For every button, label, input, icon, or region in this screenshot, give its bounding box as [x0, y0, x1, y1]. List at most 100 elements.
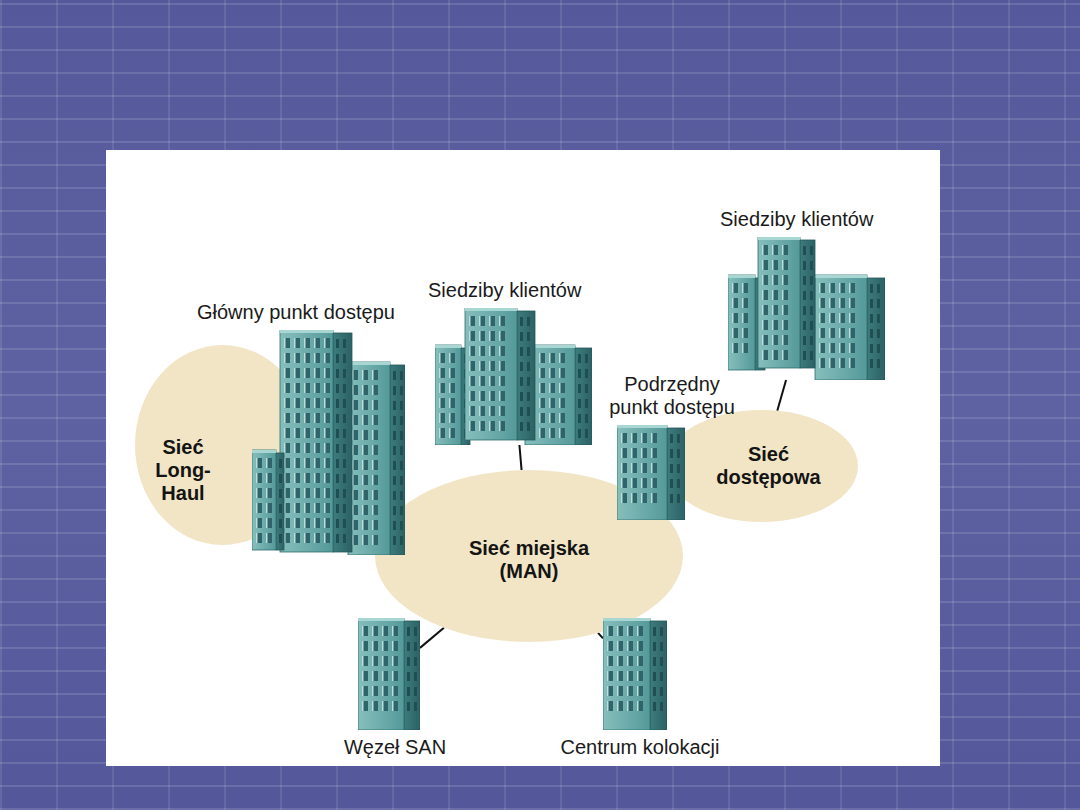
building-illustration [617, 425, 685, 520]
window [256, 488, 262, 498]
window [849, 328, 855, 338]
building-illustration [358, 618, 420, 730]
window-glint [314, 428, 316, 438]
window [382, 626, 388, 636]
window [527, 332, 530, 341]
window [520, 392, 523, 401]
window [627, 686, 633, 696]
window [617, 641, 623, 651]
window-glint [294, 338, 296, 348]
window [382, 701, 388, 711]
window [849, 283, 855, 293]
building-front [603, 618, 650, 730]
window-glint [469, 331, 471, 341]
window [549, 428, 555, 438]
window [810, 276, 813, 285]
window [870, 299, 873, 308]
window [294, 518, 300, 528]
window [653, 657, 656, 666]
window-glint [304, 368, 306, 378]
ellipse-fill [665, 410, 858, 522]
window [559, 428, 565, 438]
window [617, 701, 623, 711]
window-glint [499, 406, 501, 416]
window-glint [294, 503, 296, 513]
window [362, 671, 368, 681]
window [877, 344, 880, 353]
window [393, 386, 396, 395]
window [559, 383, 565, 393]
window [400, 521, 403, 530]
window-glint [439, 398, 441, 408]
window [407, 672, 410, 681]
window [256, 518, 262, 528]
window [352, 475, 358, 485]
window-glint [839, 313, 841, 323]
window [653, 642, 656, 651]
window-glint [324, 368, 326, 378]
window-glint [469, 346, 471, 356]
window-glint [294, 533, 296, 543]
window-glint [372, 626, 374, 636]
window [294, 353, 300, 363]
window-glint [382, 701, 384, 711]
window-glint [256, 533, 258, 543]
window [336, 429, 339, 438]
window [279, 489, 282, 498]
connector-line [598, 633, 603, 639]
window [393, 446, 396, 455]
window-glint [362, 460, 364, 470]
window [266, 473, 272, 483]
window [343, 474, 346, 483]
window [520, 332, 523, 341]
window-glint [479, 421, 481, 431]
window-glint [266, 533, 268, 543]
window [637, 626, 643, 636]
window [527, 362, 530, 371]
window [324, 458, 330, 468]
window [627, 656, 633, 666]
window [653, 687, 656, 696]
building-node: Siedziby klientów [428, 279, 618, 445]
window [372, 400, 378, 410]
window [279, 519, 282, 528]
window [336, 489, 339, 498]
window [324, 413, 330, 423]
window [304, 488, 310, 498]
window-glint [324, 533, 326, 543]
window [520, 362, 523, 371]
window [829, 313, 835, 323]
window-glint [469, 376, 471, 386]
window-glint [256, 458, 258, 468]
window-glint [392, 686, 394, 696]
window [870, 284, 873, 293]
window [362, 385, 368, 395]
window [352, 400, 358, 410]
building-body [617, 425, 685, 520]
window-glint [499, 391, 501, 401]
window [314, 533, 320, 543]
building-roof [358, 618, 404, 621]
window [782, 350, 788, 360]
window-glint [849, 298, 851, 308]
window [621, 433, 627, 443]
window [392, 656, 398, 666]
window [382, 656, 388, 666]
window [489, 376, 495, 386]
window [284, 413, 290, 423]
window [362, 490, 368, 500]
window [294, 458, 300, 468]
window [304, 458, 310, 468]
window [660, 627, 663, 636]
window [627, 701, 633, 711]
window [772, 335, 778, 345]
window [284, 533, 290, 543]
window-glint [324, 353, 326, 363]
window [617, 656, 623, 666]
building-illustration [252, 330, 405, 555]
window [489, 391, 495, 401]
window-glint [742, 283, 744, 293]
window-glint [637, 656, 639, 666]
window [578, 429, 581, 438]
window [489, 421, 495, 431]
